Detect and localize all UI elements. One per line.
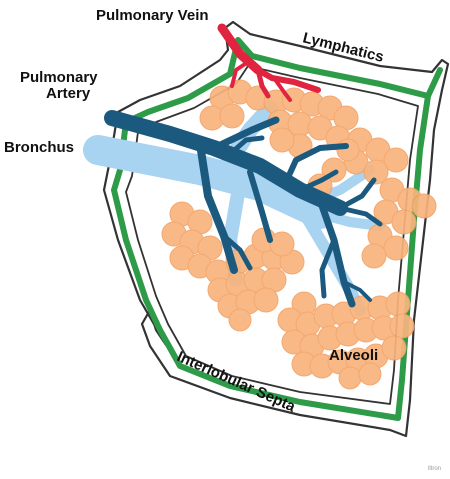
alveolus (359, 363, 381, 385)
label-pulmonary-vein: Pulmonary Vein (96, 7, 209, 24)
credit-text: lltron (428, 466, 441, 472)
alveolus (270, 128, 294, 152)
alveolus (362, 244, 386, 268)
alveolus (254, 288, 278, 312)
alveolus (229, 309, 251, 331)
alveolus (337, 139, 359, 161)
alveolus (339, 367, 361, 389)
label-bronchus: Bronchus (4, 139, 74, 156)
label-pulmonary-artery-line1: Pulmonary (20, 69, 98, 86)
label-pulmonary-artery-line2: Artery (46, 85, 91, 102)
label-alveoli: Alveoli (329, 347, 378, 364)
alveolus (384, 236, 408, 260)
alveolus (390, 314, 414, 338)
alveolus (412, 194, 436, 218)
alveolus (270, 232, 294, 256)
alveolus (386, 292, 410, 316)
alveolus (392, 210, 416, 234)
alveolus (382, 336, 406, 360)
alveolus (220, 104, 244, 128)
